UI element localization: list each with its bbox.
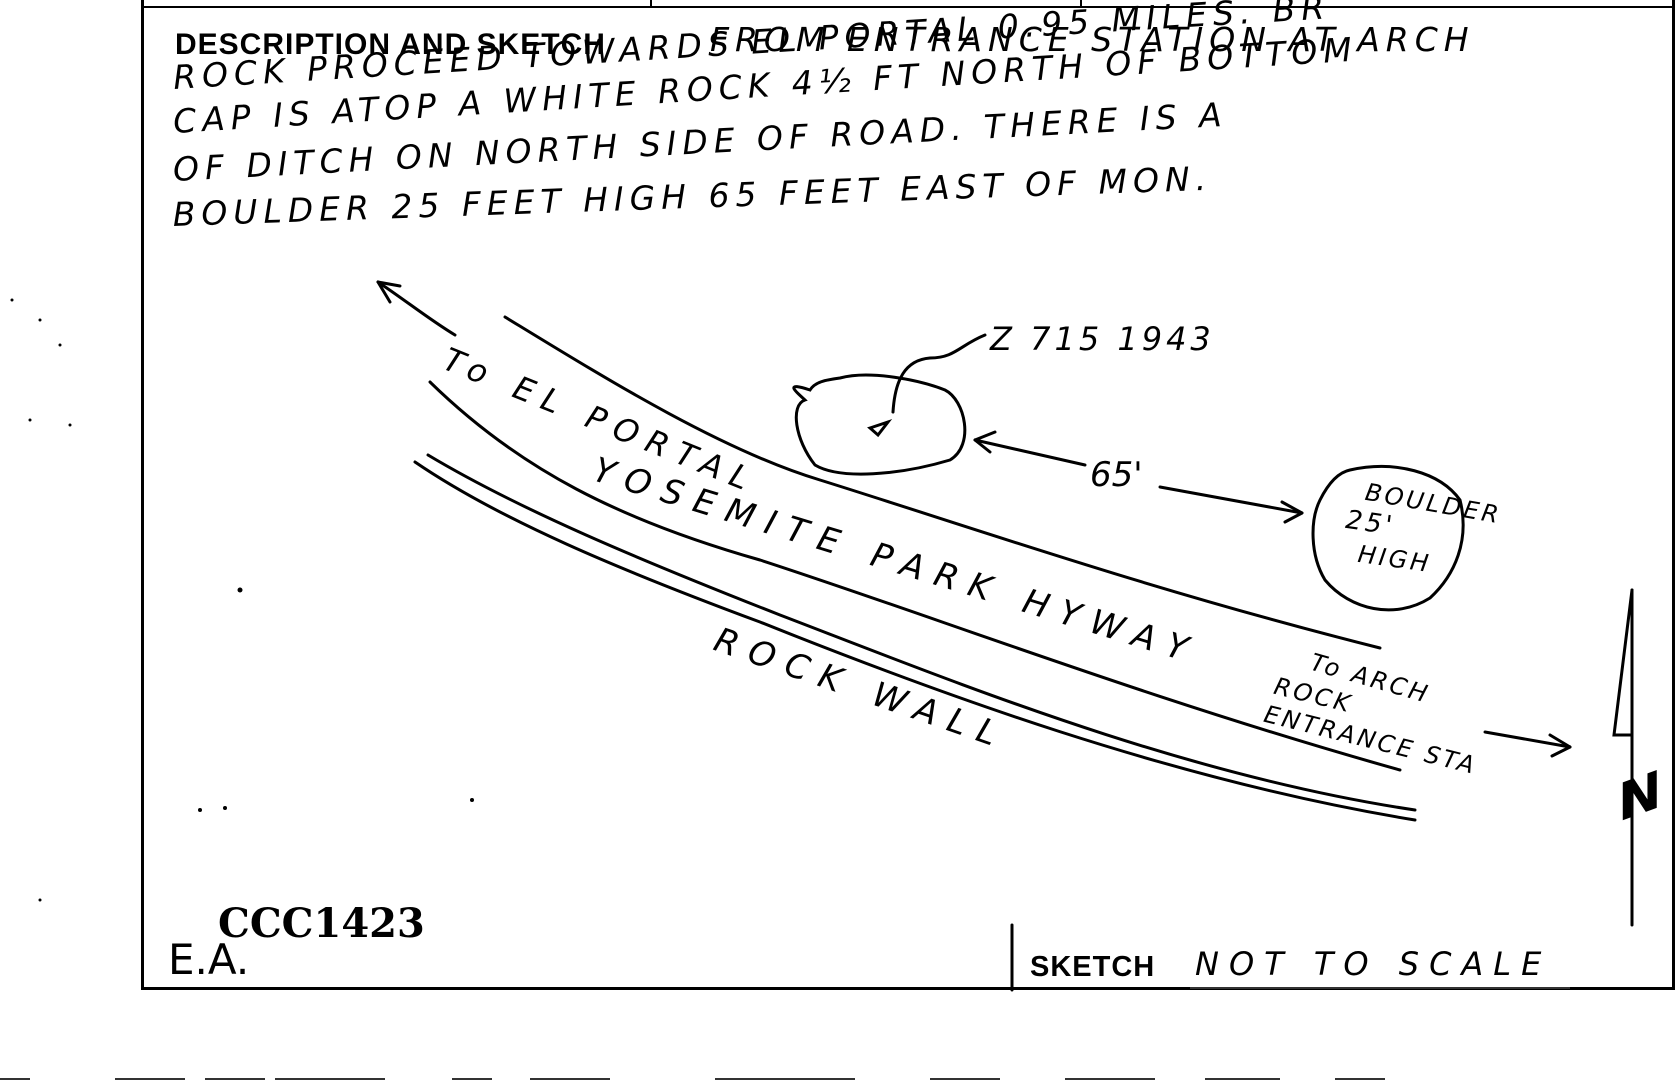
distance-label: 65' bbox=[1090, 455, 1143, 495]
mark-label: Z 715 1943 bbox=[990, 320, 1215, 358]
mark-leader-line bbox=[891, 333, 987, 414]
form-rule-fragment bbox=[115, 1078, 185, 1080]
sketch-label: SKETCH bbox=[1030, 951, 1156, 983]
form-rule-fragment bbox=[205, 1078, 265, 1080]
dimension-arrow-left bbox=[973, 438, 1087, 467]
description-card bbox=[141, 0, 1675, 990]
form-rule-fragment bbox=[452, 1078, 492, 1080]
arrow-to-el-portal bbox=[376, 280, 457, 337]
road-edge-south bbox=[428, 380, 1402, 772]
form-rule-fragment bbox=[0, 1078, 30, 1080]
top-border bbox=[141, 0, 1675, 8]
form-rule-fragment bbox=[1335, 1078, 1385, 1080]
dimension-arrow-right bbox=[1158, 485, 1304, 515]
north-arrow-half-head bbox=[1612, 588, 1634, 737]
arrow-to-arch-rock bbox=[1483, 730, 1572, 749]
form-rule-fragment bbox=[715, 1078, 855, 1080]
rock-wall-line bbox=[413, 460, 1417, 822]
boulder-outline bbox=[1311, 465, 1465, 612]
sketch-scale-note: NOT TO SCALE bbox=[1195, 945, 1552, 983]
road-edge-north bbox=[503, 315, 1382, 650]
form-rule-fragment bbox=[1065, 1078, 1155, 1080]
form-rule-fragment bbox=[930, 1078, 1000, 1080]
form-rule-fragment bbox=[1205, 1078, 1280, 1080]
rock-wall-line bbox=[426, 453, 1417, 812]
form-rule-fragment bbox=[530, 1078, 610, 1080]
form-rule-fragment bbox=[275, 1078, 385, 1080]
white-rock-outline bbox=[792, 373, 967, 476]
monument-triangle bbox=[867, 419, 893, 438]
initials: E.A. bbox=[168, 935, 250, 984]
top-divider-tick bbox=[650, 0, 652, 8]
description-label: DESCRIPTION AND SKETCH bbox=[175, 28, 606, 61]
scale-underline bbox=[1190, 987, 1570, 989]
control-stamp: CCC1423 bbox=[218, 900, 425, 947]
top-divider-tick bbox=[1080, 0, 1082, 8]
arrow-head-el-portal bbox=[376, 280, 402, 304]
description-line-1: FROM ENTRANCE STATION AT ARCH bbox=[710, 20, 1475, 59]
